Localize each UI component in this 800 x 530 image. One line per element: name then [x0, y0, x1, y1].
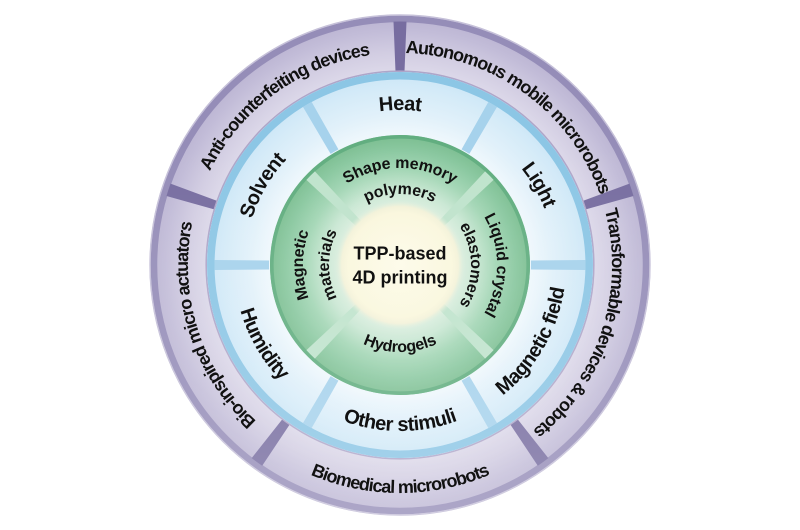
- inner-label-magnetic-materials-line1: Magnetic: [290, 228, 313, 302]
- lighting-overlay: [149, 14, 651, 516]
- middle-label-heat: Heat: [378, 93, 424, 116]
- center-label-line1: TPP-based: [353, 244, 446, 264]
- center-label-line2: 4D printing: [353, 268, 448, 288]
